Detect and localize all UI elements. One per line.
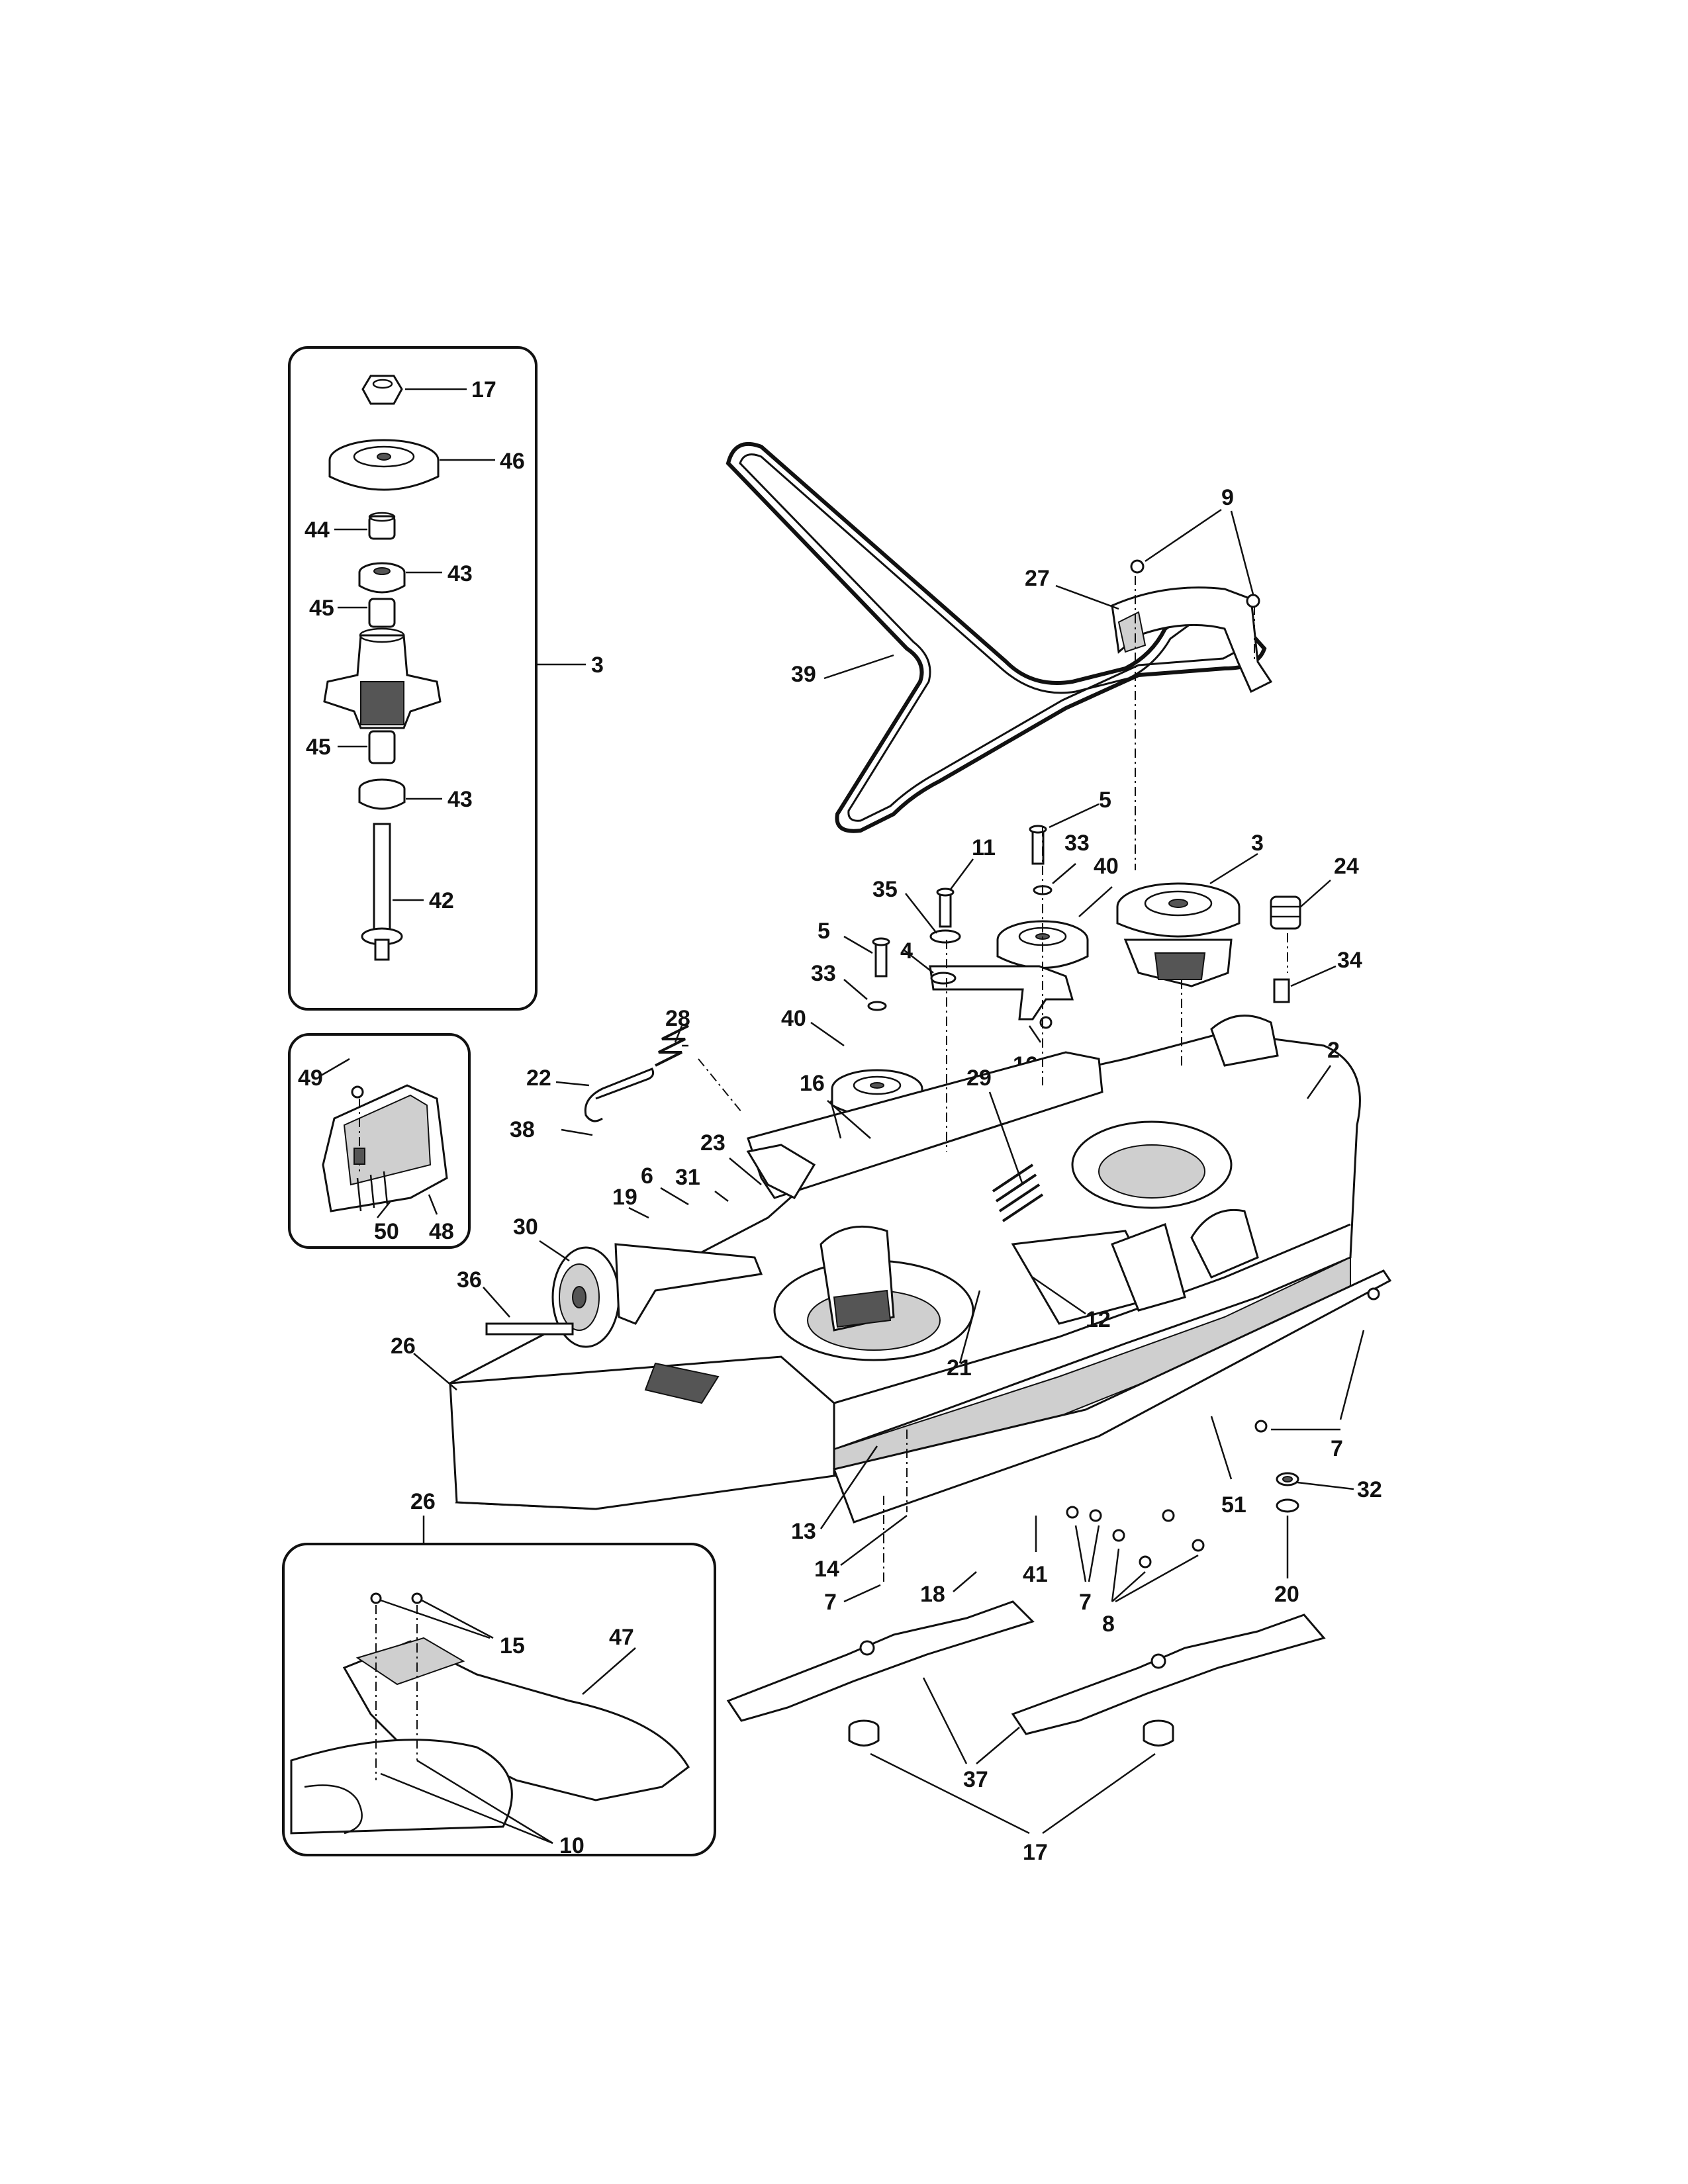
callout-24: 24 bbox=[1334, 854, 1359, 879]
callout-46: 46 bbox=[500, 449, 525, 474]
callout-22: 22 bbox=[526, 1066, 551, 1091]
callout-16: 16 bbox=[800, 1071, 825, 1096]
callout-7: 7 bbox=[824, 1590, 837, 1615]
callout-51: 51 bbox=[1221, 1492, 1246, 1518]
callout-40: 40 bbox=[1094, 854, 1119, 879]
callout-11: 11 bbox=[972, 835, 996, 860]
callout-19: 19 bbox=[612, 1185, 637, 1210]
mower-blade-icon bbox=[726, 1600, 1326, 1747]
callout-28: 28 bbox=[665, 1006, 690, 1031]
gauge-wheel-icon bbox=[485, 1243, 763, 1348]
idler-arm-icon bbox=[929, 887, 1074, 1029]
callout-17: 17 bbox=[471, 377, 496, 402]
callout-43: 43 bbox=[447, 561, 473, 586]
callout-2: 2 bbox=[1327, 1038, 1340, 1063]
callout-33: 33 bbox=[811, 961, 836, 986]
bolt-icon bbox=[1029, 825, 1053, 895]
spindle-assembly-icon bbox=[323, 375, 442, 961]
callout-9: 9 bbox=[1221, 485, 1234, 510]
callout-18: 18 bbox=[920, 1582, 945, 1607]
callout-48: 48 bbox=[429, 1219, 454, 1244]
callout-43: 43 bbox=[447, 787, 473, 812]
bushing-icon bbox=[1270, 895, 1301, 1003]
callout-44: 44 bbox=[305, 518, 330, 543]
callout-40: 40 bbox=[781, 1006, 806, 1031]
callout-47: 47 bbox=[609, 1625, 634, 1650]
cover-inset-box bbox=[288, 1033, 471, 1249]
callout-13: 13 bbox=[791, 1519, 816, 1544]
callout-21: 21 bbox=[947, 1355, 972, 1381]
callout-7: 7 bbox=[1331, 1436, 1343, 1461]
callout-5: 5 bbox=[1099, 788, 1111, 813]
discharge-chute-icon bbox=[290, 1592, 690, 1835]
callout-36: 36 bbox=[457, 1267, 482, 1293]
callout-14: 14 bbox=[814, 1557, 839, 1582]
callout-29: 29 bbox=[966, 1066, 992, 1091]
callout-23: 23 bbox=[700, 1130, 726, 1156]
callout-37: 37 bbox=[963, 1767, 988, 1792]
callout-15: 15 bbox=[500, 1633, 525, 1659]
spindle-inset-box bbox=[288, 346, 538, 1011]
callout-32: 32 bbox=[1357, 1477, 1382, 1502]
deflector-cover-icon bbox=[322, 1084, 448, 1212]
callout-35: 35 bbox=[872, 877, 898, 902]
callout-27: 27 bbox=[1025, 566, 1050, 591]
bolt-icon bbox=[867, 937, 890, 1011]
chute-inset-box bbox=[282, 1543, 716, 1856]
callout-49: 49 bbox=[298, 1066, 323, 1091]
callout-26: 26 bbox=[391, 1334, 416, 1359]
callout-50: 50 bbox=[374, 1219, 399, 1244]
callout-34: 34 bbox=[1337, 948, 1362, 973]
callout-3: 3 bbox=[1251, 831, 1264, 856]
callout-38: 38 bbox=[510, 1117, 535, 1142]
callout-26: 26 bbox=[410, 1489, 436, 1514]
callout-3: 3 bbox=[591, 653, 604, 678]
callout-41: 41 bbox=[1023, 1562, 1048, 1587]
callout-45: 45 bbox=[309, 596, 334, 621]
callout-7: 7 bbox=[1079, 1590, 1092, 1615]
callout-31: 31 bbox=[675, 1165, 700, 1190]
extension-spring-icon bbox=[584, 1024, 1044, 1222]
callout-10: 10 bbox=[559, 1833, 585, 1858]
bolt-icon bbox=[1066, 1506, 1205, 1569]
callout-12: 12 bbox=[1086, 1307, 1111, 1332]
callout-20: 20 bbox=[1274, 1582, 1299, 1607]
baffle-icon bbox=[832, 1269, 1392, 1524]
callout-33: 33 bbox=[1064, 831, 1090, 856]
discharge-chute-icon bbox=[449, 1355, 835, 1510]
callout-5: 5 bbox=[818, 919, 830, 944]
spindle-assembly-icon bbox=[1116, 882, 1241, 987]
callout-30: 30 bbox=[513, 1214, 538, 1240]
callout-39: 39 bbox=[791, 662, 816, 687]
v-belt-icon bbox=[726, 442, 1267, 833]
callout-6: 6 bbox=[641, 1163, 653, 1189]
callout-42: 42 bbox=[429, 888, 454, 913]
callout-4: 4 bbox=[900, 938, 913, 964]
callout-8: 8 bbox=[1102, 1612, 1115, 1637]
callout-45: 45 bbox=[306, 735, 331, 760]
belt-guide-icon bbox=[1111, 559, 1273, 694]
callout-17: 17 bbox=[1023, 1840, 1048, 1865]
